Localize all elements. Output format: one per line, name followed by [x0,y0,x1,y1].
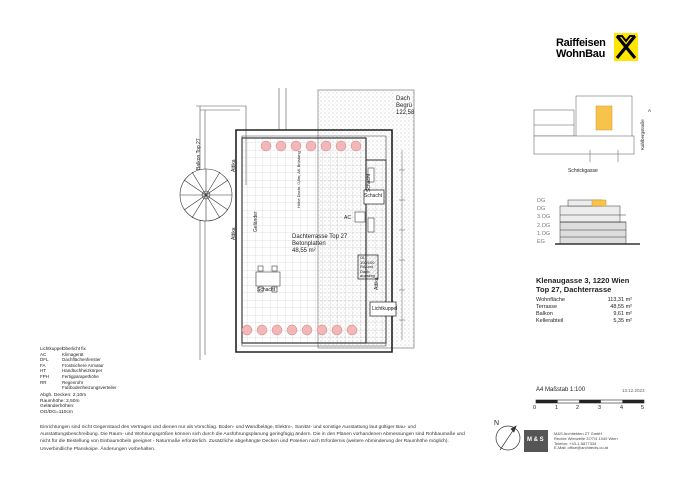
scale-bar-graphic [535,399,645,404]
table-set-left [255,265,281,293]
floor-label: 3.OG [537,214,551,221]
architect-line: Telefon: +43-1-5877334 [554,440,597,446]
shaft-label-bottom: Lichtkuppel [372,306,398,312]
railing-label: Geländer [253,211,259,232]
north-label: N [494,420,500,427]
spiral-staircase [179,168,233,222]
building-section-drawing [555,199,640,245]
key-plan-marker: A [648,108,652,113]
key-plan-street: Schrickgasse [568,168,598,174]
legend-item: Fußbodenheizungsverteiler [62,385,117,391]
legend-note: Geländerhöhen: [40,404,75,410]
section-floor-labels: DG DG 3.OG 2.OG 1.OG EG [537,197,550,246]
architect-details: M&S Architekten ZT GmbH Rechte Wienzeile… [554,431,618,451]
shaft-label-mid: Schacht [257,287,276,293]
scale-label: A4 Maßstab 1:100 [536,387,586,393]
roof-hatch-note: OL 100/100 RA und Dach-ausstieg [360,255,375,279]
green-roof-label-2: Begrü [396,103,413,109]
disclaimer-text: Einrichtungen sind nicht Gegenstand des … [40,425,465,452]
attika-wall [235,129,393,353]
shaft-boxes [357,189,397,317]
legend-notes: Abgh. Decken: 2,10m Raumhöhe: 2,50m Gelä… [40,393,86,415]
scale-tick: 2 [576,405,580,411]
scale-tick: 5 [641,405,645,411]
architect-line: E-Mail: office@architects.co.at [554,445,609,451]
architect-line: Rechte Wienzeile 37/7/4 1040 Wien [554,435,618,441]
legend-note: Abgh. Decken: 2,10m [40,393,87,398]
planter-row-top [260,140,362,152]
raiffeisen-logo-mark [614,33,638,61]
unit-top: Top 27, Dachterrasse [536,285,612,294]
dimension-marks [399,150,405,340]
terrace-area: 48,55 m² [292,248,316,254]
legend-note: Raumhöhe: 2,50m [40,398,80,404]
brand-name-line2: WohnBau [556,48,606,60]
floor-label: DG [537,206,546,213]
terrace-label: Dachterrasse Top 27 [292,234,348,240]
height-note: Höhe Dachr. 0,8m; AK Brüstung [296,151,301,208]
green-roof-area-label: 122,58 [396,110,415,116]
terrace-material: Betonplatten [292,241,326,247]
green-roof-label: Dach [396,96,411,102]
key-plan-drawing [533,95,635,162]
architect-line: M&S Architekten ZT GmbH [554,431,603,436]
shaft-label-top: Schacht [364,193,383,199]
attika-right-label: Attika [374,277,380,290]
scale-tick: 1 [555,405,559,411]
scale-tick: 3 [598,405,602,411]
shaft-label-right: Schacht [366,173,372,192]
floor-label: DG [537,198,546,204]
legend-note: OG/DG=110cm [40,409,73,415]
brand-name-line1: Raiffeisen [556,37,606,49]
scale-tick: 0 [533,405,537,411]
chairs-right [354,167,375,233]
railing-line [241,135,387,347]
floor-label: 1.OG [537,230,551,237]
north-arrow-icon [495,425,521,451]
architect-logo: M & S [527,437,544,443]
planter-row-bottom [241,324,358,336]
architect-logo-box [524,430,548,452]
attika-left-label: Attika [231,227,237,240]
unit-address: Klenaugasse 3, 1220 Wien [536,276,630,285]
attika-top-label: Attika [231,159,237,172]
key-plan-side-street: Kahlbergstraße [640,119,645,150]
ac-label: AC [344,215,351,221]
floor-label: 2.OG [537,222,551,229]
balcony-label: Balkon Top 27 [196,138,202,170]
plan-date: 13.12.2023 [622,388,645,393]
floor-label: EG [537,239,545,246]
scale-tick: 4 [620,405,624,411]
